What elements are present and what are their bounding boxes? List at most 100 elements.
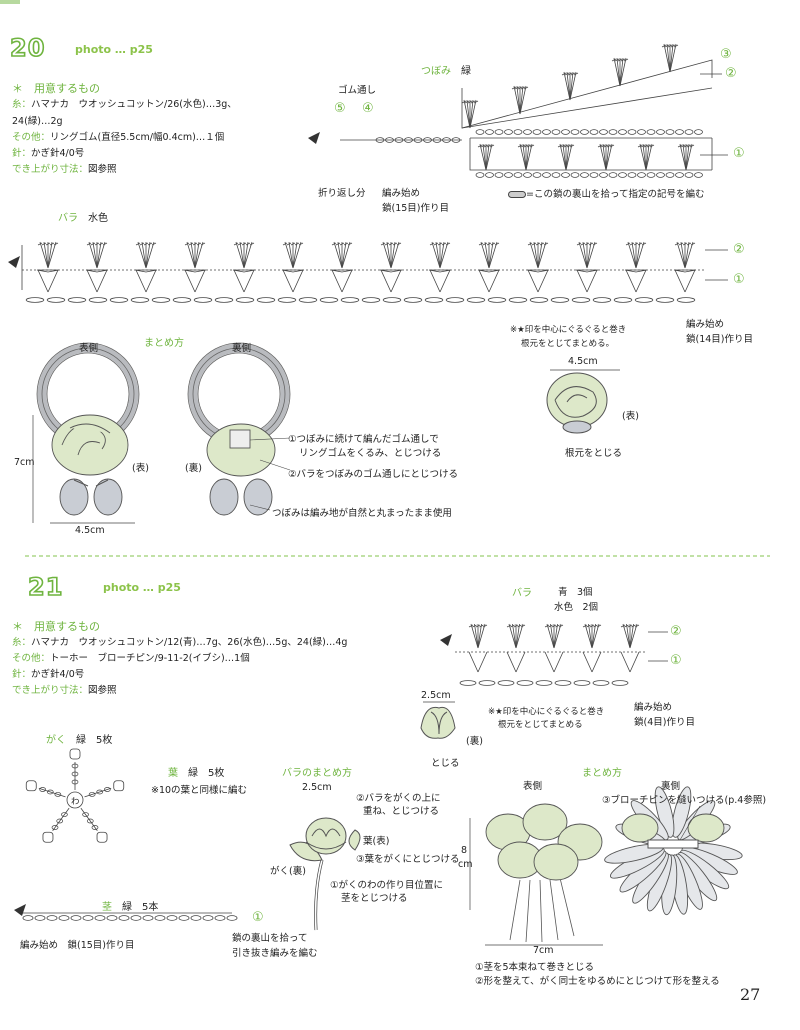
material-line-21-2: その他：トーホー ブローチピン/9-11-2(イブシ)…1個 [12, 653, 250, 664]
rose20-note-1: ※★印を中心にぐるぐると巻き [510, 325, 627, 335]
calyx-center: わ [71, 797, 80, 807]
stem-pick-1: 鎖の裏山を拾って [232, 933, 308, 944]
bud-row-1: ① [733, 146, 745, 161]
calyx-diagram [66, 791, 84, 809]
bouquet-back [604, 786, 743, 916]
assembly21-title: まとめ方 [582, 768, 622, 779]
rose21-start-2: 鎖(4目)作り目 [634, 717, 695, 728]
bud-start-1: 編み始め [382, 188, 421, 199]
photo-ref-21: photo … p25 [103, 581, 181, 594]
rose-assembly-size: 2.5cm [302, 782, 332, 793]
assembly20-title: まとめ方 [144, 338, 184, 349]
bud-chart [340, 59, 713, 171]
assembly20-step1a: ①つぼみに続けて編んだゴム通しで [288, 434, 439, 445]
material-line-20-1: 糸：ハマナカ ウオッシュコットン/26(水色)…3g、 [12, 99, 237, 110]
rose21-row-1: ① [670, 653, 682, 668]
rose20-note-2: 根元をとじてまとめる。 [521, 339, 615, 349]
photo-ref-20: photo … p25 [75, 43, 153, 56]
assembly21-height-unit: cm [458, 859, 473, 870]
assembly21-pin: ③ブローチピンを縫いつける(p.4参照) [602, 795, 767, 806]
material-line-20-3: その他：リングゴム(直径5.5cm/幅0.4cm)…１個 [12, 132, 225, 143]
assembly21-step1: ①茎を5本束ねて巻きとじる [475, 962, 595, 973]
rose21-color-1: 青 3個 [558, 587, 593, 598]
material-line-20-4: 針：かぎ針4/0号 [12, 148, 85, 159]
rose-assembly-step2a: ②バラをがくの上に [356, 793, 441, 804]
materials-heading-21: ＊ 用意するもの [12, 620, 100, 633]
rose21-start-1: 編み始め [634, 702, 673, 713]
rose21-ura: (裏) [466, 736, 483, 747]
assembly20-note: つぼみは編み地が自然と丸まったまま使用 [272, 508, 452, 519]
ring-front [32, 342, 140, 524]
rose-assembly-title: バラのまとめ方 [282, 768, 352, 779]
rose20-row-1: ① [733, 272, 745, 287]
pattern-number-21: 21 [27, 572, 64, 602]
material-line-21-1: 糸：ハマナカ ウオッシュコットン/12(青)…7g、26(水色)…5g、24(緑… [12, 637, 348, 648]
stem-row-1: ① [252, 910, 264, 925]
material-line-20-5: でき上がり寸法：図参照 [12, 164, 117, 175]
rose20-start-1: 編み始め [686, 319, 725, 330]
bud-start-2: 鎖(15目)作り目 [382, 203, 450, 214]
leaf-note: ※10の葉と同様に編む [151, 785, 248, 796]
assembly20-omote: (表) [132, 463, 149, 474]
rose21-color-2: 水色 2個 [554, 602, 599, 613]
material-line-21-4: でき上がり寸法：図参照 [12, 685, 117, 696]
bud-gom-label: ゴム通し [338, 85, 377, 96]
materials-heading-20: ＊ 用意するもの [12, 82, 100, 95]
rose-assembly-step3: ③葉をがくにとじつける [356, 854, 460, 865]
rose-assembly-21 [289, 817, 361, 931]
ring-back [187, 342, 291, 516]
rose20-root: 根元をとじる [565, 448, 623, 459]
rose21-row-2: ② [670, 624, 682, 639]
calyx-petals [25, 748, 125, 843]
calyx-title: がく 緑 5枚 [46, 735, 113, 746]
stem-pick-2: 引き抜き編みを編む [232, 948, 318, 959]
bud-legend: =この鎖の裏山を拾って指定の記号を編む [508, 186, 705, 200]
stem-chart [14, 904, 238, 921]
bud-row-2: ② [725, 66, 737, 81]
rose-chart-20 [21, 245, 705, 290]
rose21-note-2: 根元をとじてまとめる [498, 720, 583, 730]
bud-row-3: ③ [720, 47, 732, 62]
rose21-close: とじる [431, 758, 460, 769]
rose-stitches-20 [8, 241, 728, 303]
rose20-size: 4.5cm [568, 356, 598, 367]
material-line-20-2: 24(緑)…2g [12, 116, 63, 127]
pattern-number-20: 20 [9, 33, 46, 63]
stem-start: 編み始め 鎖(15目)作り目 [20, 940, 135, 951]
assembly21-back: 裏側 [661, 781, 681, 792]
rose20-omote: (表) [622, 411, 639, 422]
stem-title: 茎 緑 5本 [102, 902, 159, 913]
rose20-start-2: 鎖(14目)作り目 [686, 334, 754, 345]
bud-row-5: ⑤ [334, 101, 346, 116]
material-line-21-3: 針：かぎ針4/0号 [12, 669, 85, 680]
rose21-title: バラ [512, 588, 532, 599]
assembly20-height: 7cm [14, 457, 35, 468]
assembly20-ura: (裏) [185, 463, 202, 474]
rose-assembly-leaf: 葉(表) [363, 836, 390, 847]
leaf-title: 葉 緑 5枚 [168, 768, 225, 779]
rose20-row-2: ② [733, 242, 745, 257]
bud-row-4: ④ [362, 101, 374, 116]
assembly21-width: 7cm [533, 945, 554, 956]
assembly21-front: 表側 [523, 781, 543, 792]
rose-assembly-calyx: がく(裏) [270, 866, 306, 877]
assembly21-step2: ②形を整えて、がく同士をゆるめにとじつけて形を整える [475, 976, 720, 987]
rose-small-21 [420, 701, 456, 739]
rose-assembly-step2b: 重ね、とじつける [363, 806, 440, 817]
corner-mark [0, 0, 20, 4]
rose21-note-1: ※★印を中心にぐるぐると巻き [488, 707, 605, 717]
rose-assembly-step1a: ①がくのわの作り目位置に [330, 880, 444, 891]
rose20-title: バラ 水色 [58, 213, 108, 224]
rose-stitches-21 [440, 623, 668, 686]
assembly20-step2: ②バラをつぼみのゴム通しにとじつける [288, 469, 459, 480]
assembly20-back: 裏側 [232, 343, 252, 354]
assembly20-width: 4.5cm [75, 525, 105, 536]
assembly20-front: 表側 [79, 343, 99, 354]
bouquet-front [469, 803, 603, 946]
bud-title: つぼみ 緑 [421, 66, 471, 77]
assembly21-height-num: 8 [461, 845, 468, 856]
rose-small-20 [546, 369, 620, 434]
page-number: 27 [740, 985, 761, 1004]
assembly20-step1b: リングゴムをくるみ、とじつける [299, 448, 442, 459]
